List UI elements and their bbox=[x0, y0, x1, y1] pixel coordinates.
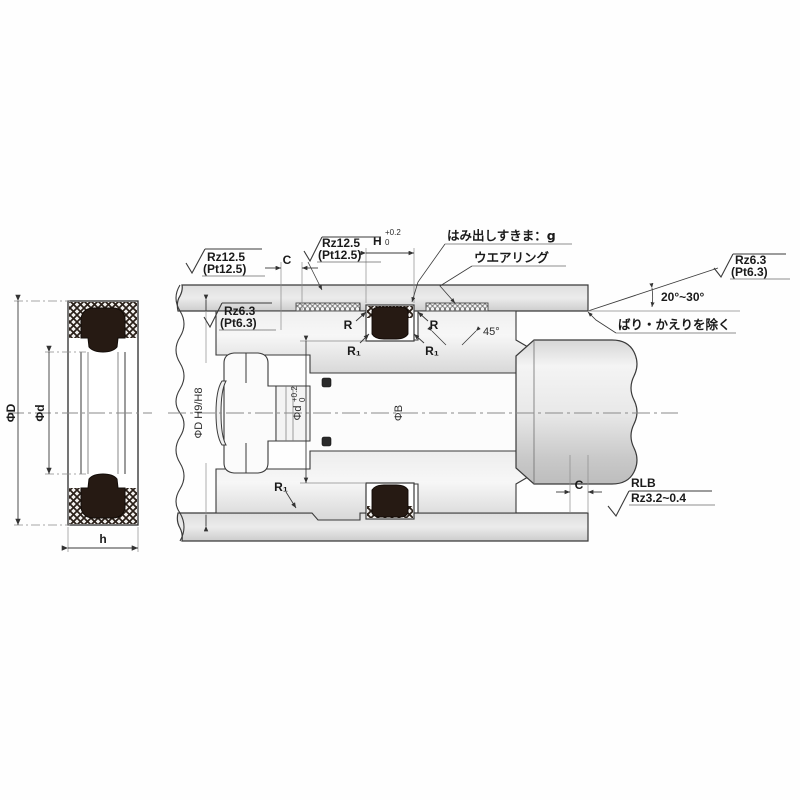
cylinder-wall-bottom bbox=[176, 512, 589, 542]
callout-R1-left: R₁ bbox=[347, 344, 361, 358]
finish-value-top-mid: Rz12.5 bbox=[322, 236, 360, 250]
callout-R1-right: R₁ bbox=[425, 344, 439, 358]
leader-wear-ring bbox=[439, 265, 473, 304]
leader-R1-right bbox=[413, 333, 425, 344]
dim-label-inner-diameter: Φd bbox=[33, 404, 47, 421]
finish-value-inner-alt: (Pt6.3) bbox=[220, 316, 257, 330]
wear-ring-right bbox=[425, 302, 489, 312]
leader-45deg-a bbox=[427, 326, 447, 346]
finish-value-bottom-right: Rz3.2~0.4 bbox=[631, 491, 686, 505]
finish-symbol-checkmark-3 bbox=[203, 302, 223, 329]
dim-groove-tol-upper: +0.2 bbox=[290, 386, 299, 402]
dim-label-C-bottom: C bbox=[575, 478, 584, 492]
callout-angle-range: 20°~30° bbox=[661, 290, 705, 304]
finish-symbol-checkmark-5 bbox=[607, 490, 630, 518]
angle-arc bbox=[649, 282, 655, 308]
annotation-wear-ring-text: ウエアリング bbox=[474, 250, 550, 265]
piston-inner-upper bbox=[310, 373, 516, 452]
finish-value-top-right: Rz6.3 bbox=[735, 253, 767, 267]
leader-R1-left bbox=[359, 333, 370, 344]
finish-value-top-mid-alt: (Pt12.5) bbox=[318, 248, 361, 262]
finish-symbol-checkmark-4 bbox=[713, 253, 734, 279]
surface-finish-top-right: Rz6.3 (Pt6.3) bbox=[713, 253, 790, 280]
piston-rod bbox=[515, 339, 638, 485]
leader-R-left bbox=[355, 311, 367, 322]
annotation-wear-ring: ウエアリング bbox=[439, 250, 566, 304]
finish-symbol-checkmark-1 bbox=[185, 248, 206, 275]
dim-label-outer-diameter: ΦD bbox=[4, 403, 18, 422]
key-lower bbox=[321, 436, 332, 447]
annotation-deburr-text: ばり・かえりを除く bbox=[618, 317, 731, 332]
leader-deburr bbox=[587, 311, 617, 334]
seal-lip-bottom bbox=[80, 473, 126, 519]
dim-label-bore-diameter: ΦD H9/H8 bbox=[193, 388, 205, 439]
finish-value-top-left: Rz12.5 bbox=[207, 250, 245, 264]
dim-groove-tol-lower: 0 bbox=[298, 397, 307, 402]
callout-R1-bottom: R₁ bbox=[274, 480, 288, 494]
annotation-deburr: ばり・かえりを除く bbox=[587, 311, 736, 334]
finish-value-top-right-alt: (Pt6.3) bbox=[731, 265, 768, 279]
dim-H-tol-upper: +0.2 bbox=[385, 228, 401, 237]
dim-label-groove-diameter: Φd bbox=[292, 406, 304, 421]
wear-ring-left bbox=[295, 302, 361, 312]
annotation-extrusion-gap-text: はみ出しすきま：g bbox=[447, 228, 556, 243]
callout-R-left: R bbox=[344, 318, 353, 332]
dim-label-groove-group: Φd +0.2 0 bbox=[290, 386, 307, 421]
surface-finish-inner: Rz6.3 (Pt6.3) bbox=[203, 302, 276, 331]
leader-R1-bottom bbox=[285, 491, 297, 509]
leader-extrusion-gap bbox=[411, 243, 446, 303]
finish-value-rlb: RLB bbox=[631, 476, 656, 490]
seal-cross-section-group: ΦD Φd h bbox=[4, 294, 152, 552]
assembly-section-group: ΦD H9/H8 Φd +0.2 0 ΦB H +0.2 0 C C bbox=[168, 228, 790, 542]
installed-seal-top bbox=[371, 306, 409, 340]
finish-value-top-left-alt: (Pt12.5) bbox=[203, 262, 246, 276]
dim-H-tol-lower: 0 bbox=[385, 238, 390, 247]
annotation-extrusion-gap: はみ出しすきま：g bbox=[411, 228, 572, 303]
callout-R-right: R bbox=[430, 318, 439, 332]
dim-label-H: H bbox=[373, 234, 382, 248]
leader-45deg-b bbox=[461, 326, 481, 346]
finish-symbol-checkmark-2 bbox=[303, 236, 323, 263]
dim-label-C-top: C bbox=[283, 253, 292, 267]
finish-value-inner: Rz6.3 bbox=[224, 304, 256, 318]
surface-finish-top-mid: Rz12.5 (Pt12.5) bbox=[303, 236, 381, 291]
dim-label-rod-diameter: ΦB bbox=[393, 405, 405, 421]
surface-finish-bottom-right: RLB Rz3.2~0.4 bbox=[607, 476, 715, 518]
finish-leader-2 bbox=[307, 261, 323, 291]
installed-seal-bottom bbox=[371, 484, 409, 518]
dim-label-width: h bbox=[99, 532, 106, 546]
leader-R-right bbox=[417, 311, 429, 322]
seal-lip-top bbox=[80, 307, 126, 353]
key-upper bbox=[321, 377, 332, 388]
surface-finish-top-left: Rz12.5 (Pt12.5) bbox=[185, 248, 265, 277]
callout-45-degrees: 45° bbox=[483, 326, 500, 338]
